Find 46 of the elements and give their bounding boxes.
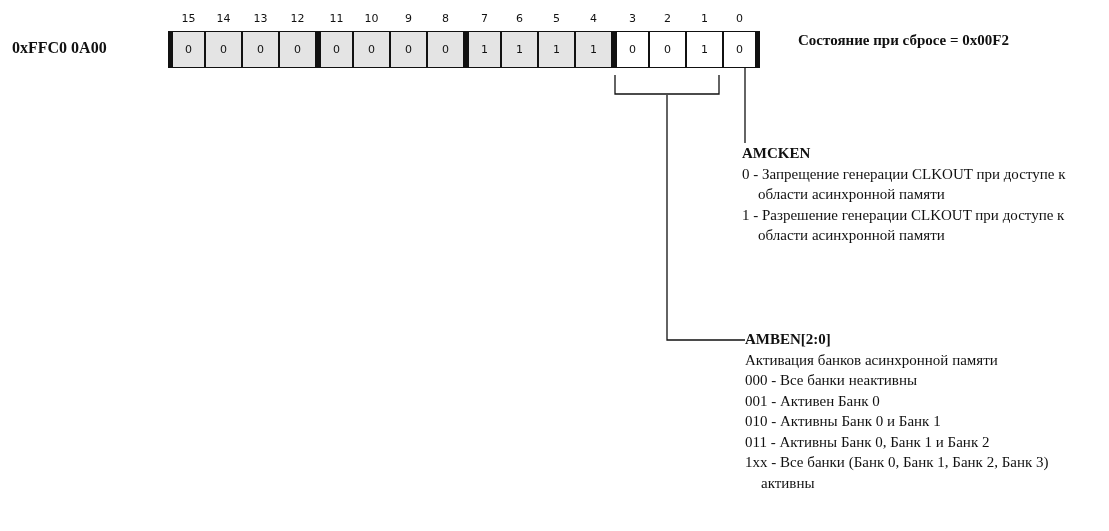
leader-line [666,94,746,341]
bit-value: 0 [405,43,412,56]
bit-value: 0 [629,43,636,56]
bit-value: 0 [220,43,227,56]
bit-number: 10 [363,12,380,25]
bit-value: 1 [590,43,597,56]
bit-number: 3 [628,12,637,25]
bit-value: 1 [701,43,708,56]
field-name: AMCKEN [742,144,812,163]
field-description: 1 - Разрешение генерации CLKOUT при доступе к области асинхронной памяти [742,205,1066,245]
field-description: 010 - Активны Банк 0 и Банк 1 [745,412,942,431]
bit-number: 15 [180,12,197,25]
bit-number: 2 [663,12,672,25]
bit-number: 4 [589,12,598,25]
bit-value: 0 [368,43,375,56]
bit-number: 1 [700,12,709,25]
bit-number: 9 [404,12,413,25]
bit-value: 0 [257,43,264,56]
bit-value: 1 [481,43,488,56]
field-description: 0 - Запрещение генерации CLKOUT при доступе к области асинхронной памяти [742,164,1067,204]
bit-value: 0 [664,43,671,56]
field-description: 000 - Все банки неактивны [745,371,919,390]
bit-number: 12 [289,12,306,25]
bit-value: 0 [442,43,449,56]
field-description: 1xx - Все банки (Банк 0, Банк 1, Банк 2, Банк 3) активны [745,453,1050,493]
bit-value: 0 [185,43,192,56]
bit-value: 0 [333,43,340,56]
bit-number: 7 [480,12,489,25]
field-description: Активация банков асинхронной памяти [745,350,999,370]
field-description: 011 - Активны Банк 0, Банк 1 и Банк 2 [745,432,991,452]
bit-number: 11 [328,12,345,25]
leader-line [744,67,746,144]
bit-number: 6 [515,12,524,25]
bit-number: 13 [252,12,269,25]
bit-value: 0 [736,43,743,56]
bit-number: 5 [552,12,561,25]
reset-value: Состояние при сбросе = 0x00F2 [798,31,1010,50]
bit-value: 1 [553,43,560,56]
field-description: 001 - Активен Банк 0 [745,391,881,411]
bit-number: 8 [441,12,450,25]
bit-value: 0 [294,43,301,56]
bit-value: 1 [516,43,523,56]
register-address: 0xFFC0 0A00 [12,38,108,58]
field-name: AMBEN[2:0] [745,330,832,349]
bit-number: 14 [215,12,232,25]
bit-number: 0 [735,12,744,25]
